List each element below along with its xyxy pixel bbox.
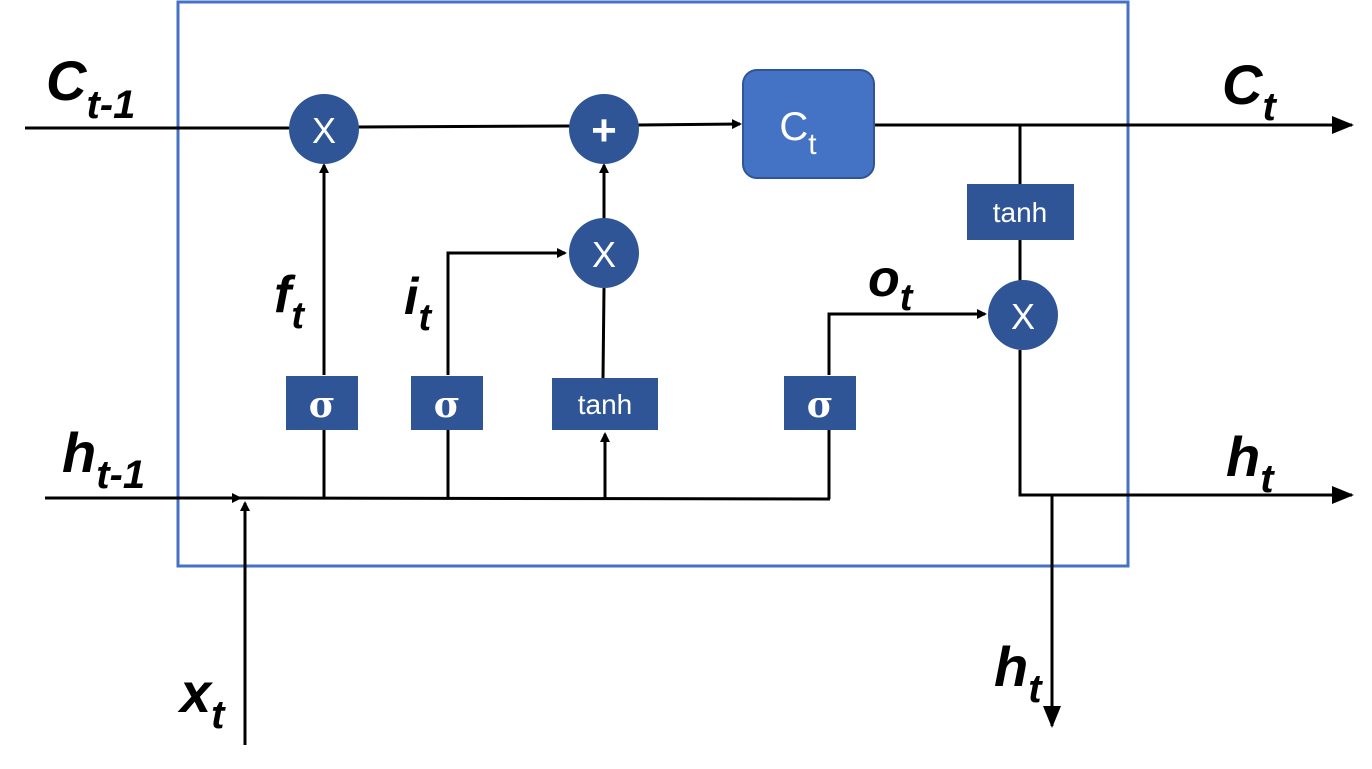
cell-state-main: C xyxy=(779,105,808,149)
forget-multiply-op: X xyxy=(289,94,359,164)
output-sigma-label: σ xyxy=(807,384,834,426)
output-multiply-symbol: X xyxy=(1011,296,1035,337)
output-multiply-op: X xyxy=(988,280,1058,350)
lstm-cell-frame xyxy=(176,0,1130,568)
cell-state-box: Ct xyxy=(742,69,875,179)
hidden-output-path xyxy=(1018,125,1354,728)
candidate-path xyxy=(599,163,610,498)
candidate-tanh-gate: tanh xyxy=(552,378,658,430)
cell-state-sub: t xyxy=(808,128,817,161)
forget-multiply-symbol: X xyxy=(312,110,336,151)
cell-tanh-gate: tanh xyxy=(967,184,1074,240)
forget-sigma-label: σ xyxy=(309,384,336,426)
label-h-prev: ht-1 xyxy=(62,421,145,497)
label-input: it xyxy=(404,268,432,339)
input-gate-path xyxy=(446,248,567,498)
input-multiply-symbol: X xyxy=(592,234,616,275)
label-h-out-right: ht xyxy=(1226,425,1275,501)
label-c-out: Ct xyxy=(1222,53,1277,129)
cell-add-symbol: + xyxy=(591,106,617,155)
input-sigma-label: σ xyxy=(434,384,461,426)
label-forget: ft xyxy=(274,266,305,337)
output-gate-path xyxy=(827,309,987,499)
label-h-out-down: ht xyxy=(994,635,1043,711)
cell-state-line xyxy=(25,116,1354,134)
input-sigma-gate: σ xyxy=(411,376,483,430)
output-sigma-gate: σ xyxy=(784,376,856,430)
label-x-in: xt xyxy=(177,661,226,737)
label-c-prev: Ct-1 xyxy=(46,49,135,127)
cell-tanh-label: tanh xyxy=(993,197,1048,228)
label-output: ot xyxy=(868,250,914,319)
hidden-input-bus xyxy=(45,493,831,745)
candidate-tanh-label: tanh xyxy=(578,389,633,420)
forget-sigma-gate: σ xyxy=(286,376,358,430)
input-multiply-op: X xyxy=(569,218,639,288)
svg-text:Ct: Ct xyxy=(779,105,817,161)
cell-add-op: + xyxy=(569,94,639,164)
